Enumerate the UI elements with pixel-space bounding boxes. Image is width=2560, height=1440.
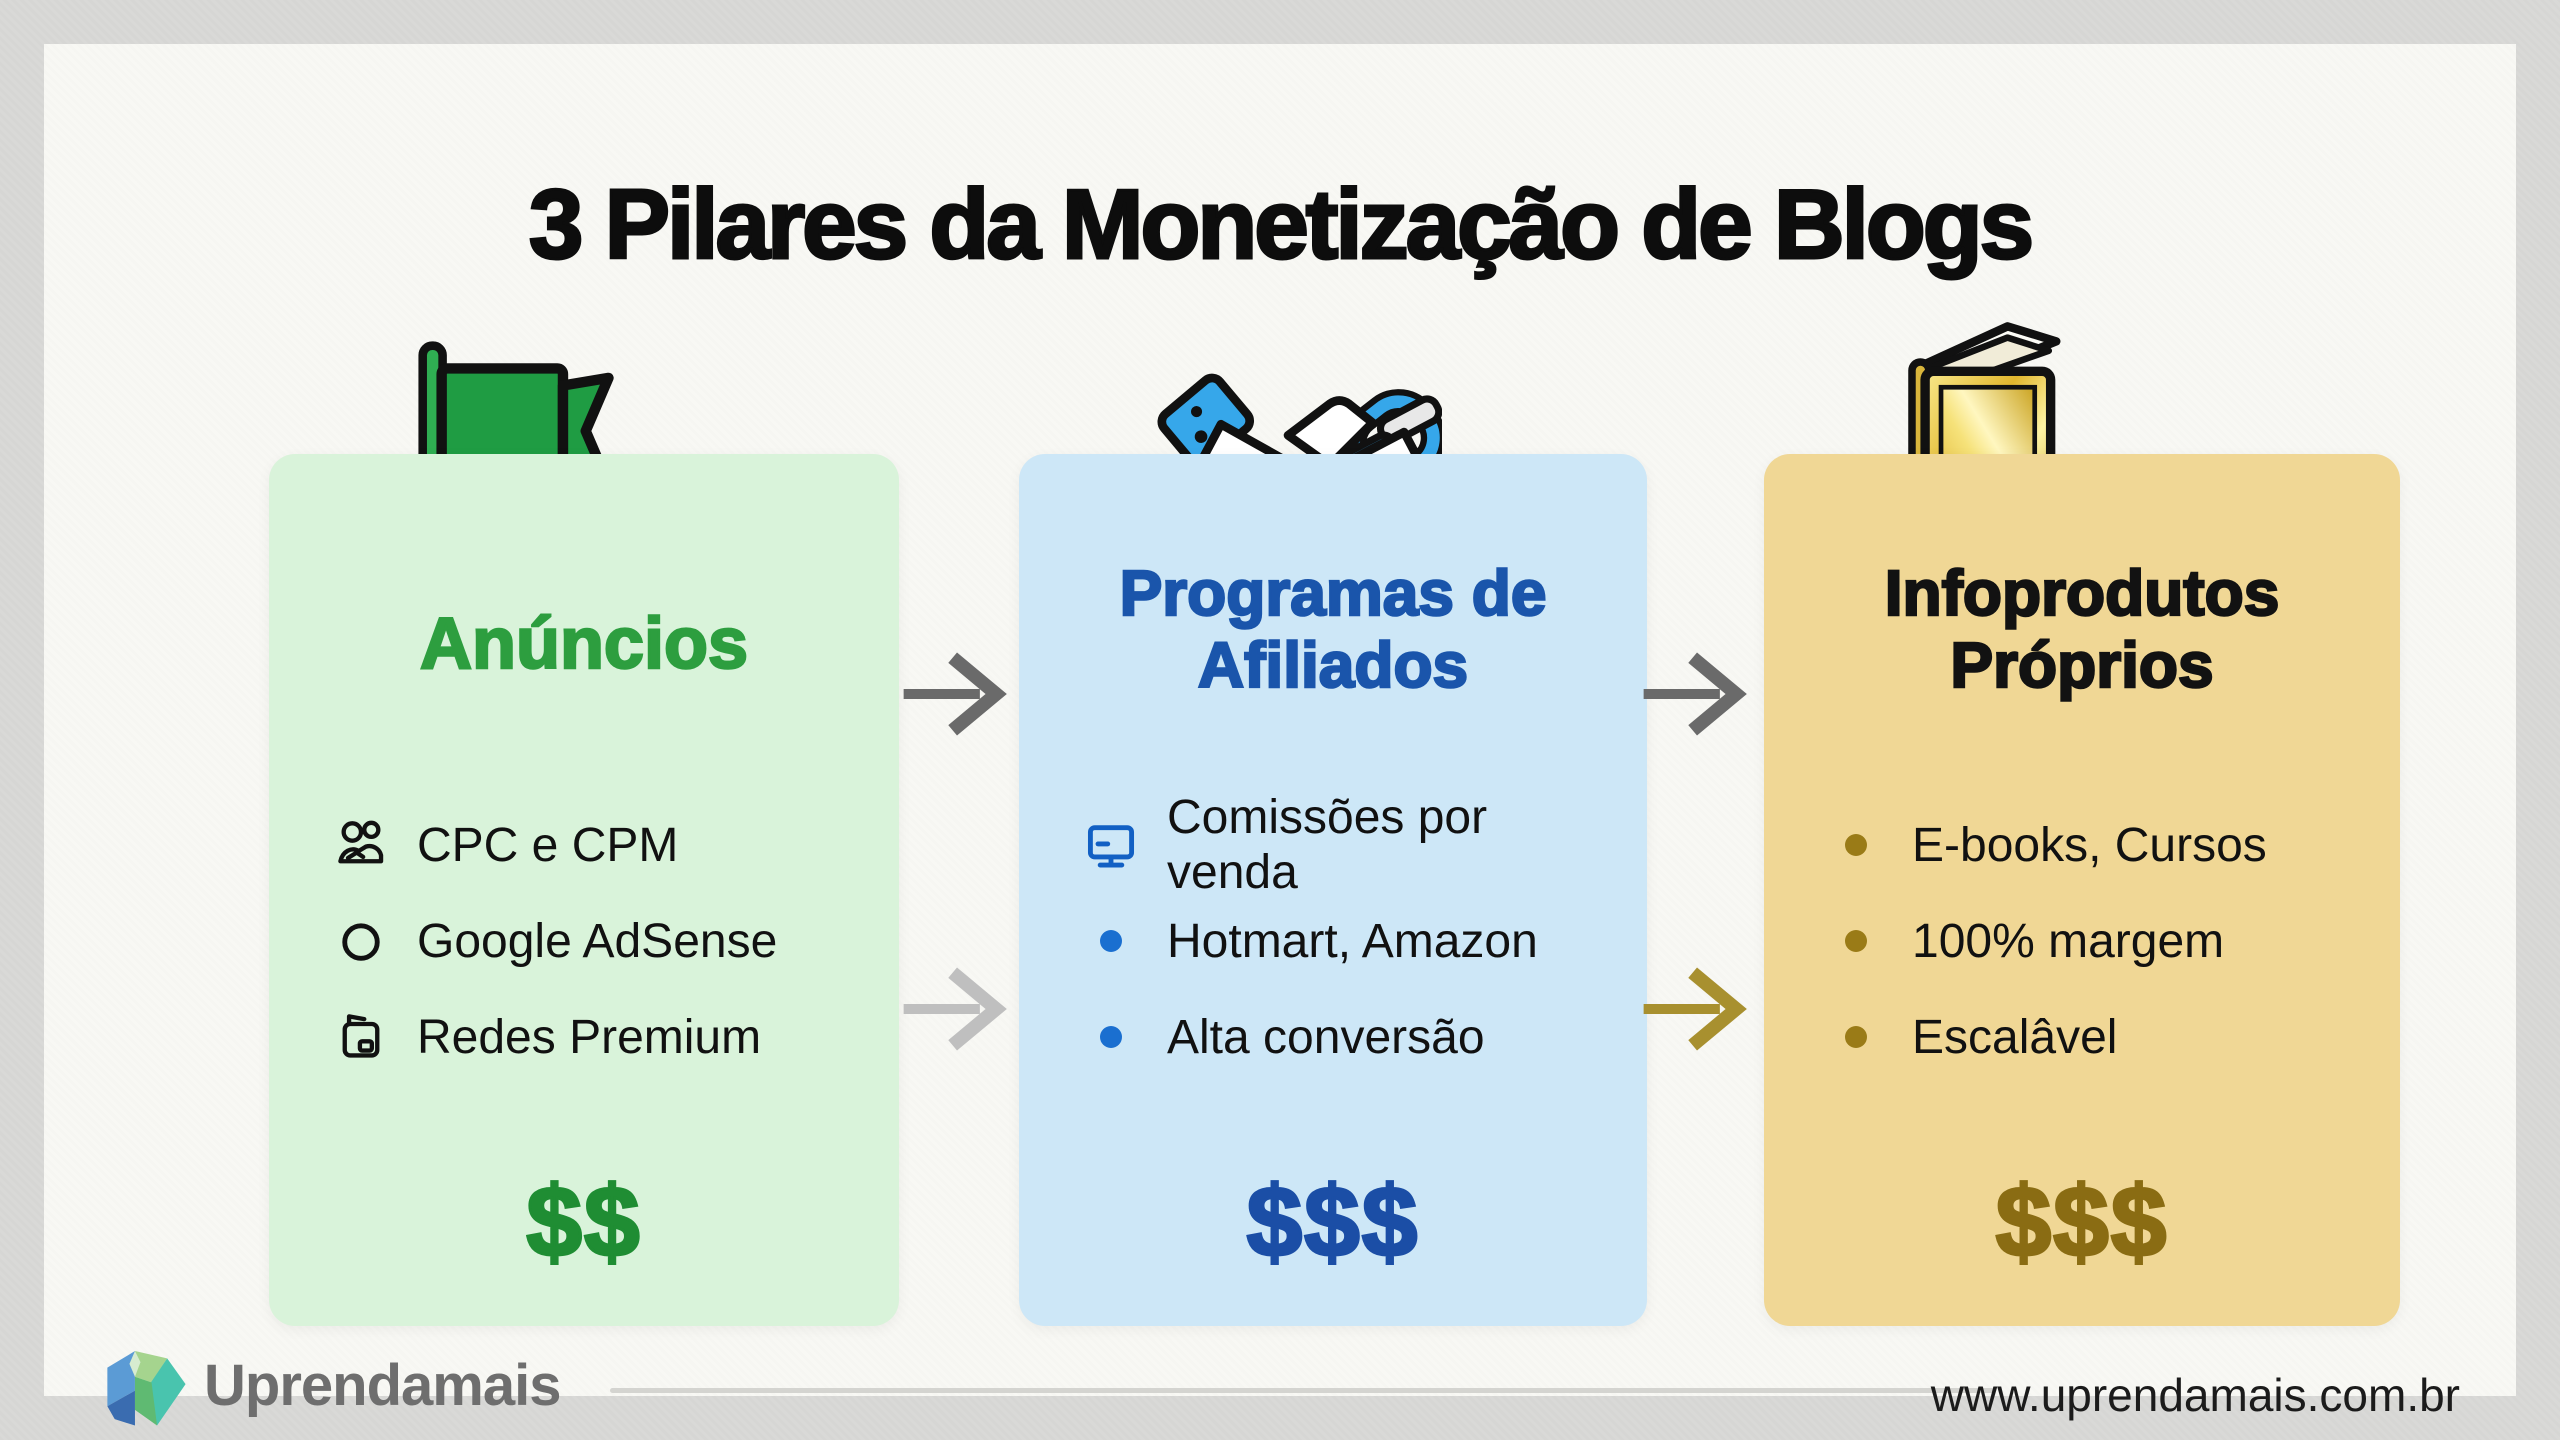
list-item-label: Hotmart, Amazon	[1167, 914, 1538, 968]
list-item-label: Escalâvel	[1912, 1010, 2118, 1064]
bullet-icon	[1085, 930, 1137, 952]
list-item: Hotmart, Amazon	[1085, 908, 1623, 974]
list-item: Escalâvel	[1830, 1004, 2376, 1070]
list-item: E-books, Cursos	[1830, 812, 2376, 878]
brand-logo-icon	[100, 1340, 192, 1437]
wallet-icon	[335, 1011, 387, 1063]
pillar-items: Comissões por venda Hotmart, Amazon Alta…	[1085, 791, 1623, 1100]
list-item-label: 100% margem	[1912, 914, 2225, 968]
price-indicator: $$$	[1994, 1165, 2169, 1280]
list-item: CPC e CPM	[335, 812, 875, 878]
pillar-card-afiliados: Programas de Afiliados Comissões por ven…	[1019, 454, 1647, 1326]
footer-divider	[610, 1388, 1994, 1393]
list-item: Comissões por venda	[1085, 791, 1623, 899]
bullet-icon	[1085, 1026, 1137, 1048]
page-title: 3 Pilares da Monetização de Blogs	[527, 167, 2035, 280]
pillar-items: E-books, Cursos 100% margem Escalâvel	[1830, 812, 2376, 1100]
pillar-card-infoprodutos: Infoprodutos Próprios E-books, Cursos 10…	[1764, 454, 2400, 1326]
list-item: Redes Premium	[335, 1004, 875, 1070]
arrow-right-icon	[1640, 961, 1758, 1057]
arrow-right-icon	[900, 961, 1018, 1057]
list-item-label: CPC e CPM	[417, 818, 679, 872]
list-item: 100% margem	[1830, 908, 2376, 974]
bullet-icon	[1830, 930, 1882, 952]
users-icon	[335, 819, 387, 871]
list-item: Google AdSense	[335, 908, 875, 974]
list-item-label: Google AdSense	[417, 914, 778, 968]
list-item-label: Alta conversão	[1167, 1010, 1485, 1064]
pillar-card-anuncios: Anúncios CPC e CPM	[269, 454, 899, 1326]
monitor-icon	[1085, 819, 1137, 871]
content-panel: 3 Pilares da Monetização de Blogs	[44, 44, 2516, 1426]
list-item-label: E-books, Cursos	[1912, 818, 2267, 872]
bullet-icon	[1830, 1026, 1882, 1048]
pillar-title: Infoprodutos Próprios	[1883, 556, 2280, 702]
bullet-icon	[1830, 834, 1882, 856]
price-indicator: $$	[525, 1165, 642, 1280]
list-item-label: Comissões por venda	[1167, 791, 1488, 899]
arrow-right-icon	[1640, 646, 1758, 742]
arrow-right-icon	[900, 646, 1018, 742]
list-item-label: Redes Premium	[417, 1010, 762, 1064]
pillar-title: Programas de Afiliados	[1118, 556, 1547, 702]
price-indicator: $$$	[1245, 1165, 1420, 1280]
website-url: www.uprendamais.com.br	[1930, 1369, 2460, 1421]
circle-icon	[335, 915, 387, 967]
pillar-title: Anúncios	[419, 603, 750, 685]
pillar-items: CPC e CPM Google AdSense	[335, 812, 875, 1100]
list-item: Alta conversão	[1085, 1004, 1623, 1070]
brand-name: Uprendamais	[204, 1353, 561, 1418]
